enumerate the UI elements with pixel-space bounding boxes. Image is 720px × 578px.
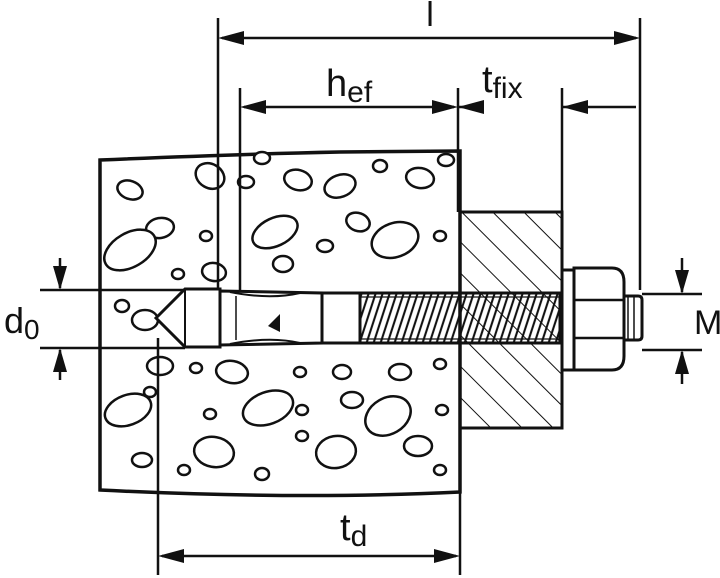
aggregate-stone bbox=[404, 166, 436, 190]
aggregate-stone bbox=[434, 403, 450, 417]
aggregate-stone bbox=[192, 435, 236, 469]
aggregate-stone bbox=[432, 357, 448, 371]
dimension-l bbox=[216, 18, 642, 290]
aggregate-stone bbox=[170, 267, 186, 281]
aggregate-stone bbox=[198, 229, 214, 243]
aggregate-stone bbox=[323, 173, 357, 199]
label-l: l bbox=[426, 0, 434, 34]
dimension-m bbox=[642, 258, 702, 384]
anchor-bolt bbox=[153, 266, 644, 372]
dimension-hef bbox=[238, 88, 460, 290]
aggregate-stone bbox=[345, 211, 371, 233]
aggregate-stone bbox=[103, 228, 157, 272]
aggregate-stone bbox=[188, 361, 204, 375]
dimension-d0 bbox=[40, 258, 185, 380]
aggregate-stone bbox=[292, 365, 308, 379]
aggregate-stone bbox=[371, 158, 389, 174]
aggregate-stone bbox=[116, 179, 144, 201]
aggregate-stone bbox=[315, 238, 335, 254]
aggregate-stone bbox=[214, 359, 250, 385]
label-m: M bbox=[694, 304, 720, 342]
dimension-tfix bbox=[458, 88, 636, 212]
aggregate-stone bbox=[253, 466, 271, 482]
aggregate-stone bbox=[142, 385, 158, 399]
aggregate-stone bbox=[236, 174, 256, 190]
aggregate-stone bbox=[176, 463, 192, 477]
label-td: td bbox=[340, 507, 367, 553]
aggregate-stone bbox=[314, 434, 358, 470]
aggregate-stone bbox=[331, 363, 353, 381]
aggregate-stone bbox=[252, 150, 272, 166]
aggregate-stone bbox=[436, 152, 456, 168]
label-d0: d0 bbox=[4, 300, 40, 345]
aggregate-stone bbox=[294, 403, 310, 417]
aggregate-stone bbox=[241, 389, 295, 427]
triangle-mark-icon bbox=[268, 314, 280, 332]
aggregate-stone bbox=[339, 390, 365, 410]
aggregate-stone bbox=[130, 451, 154, 469]
aggregate-stone bbox=[432, 229, 448, 243]
aggregate-stone bbox=[294, 429, 310, 443]
aggregate-stone bbox=[402, 434, 434, 458]
aggregate-stone bbox=[200, 261, 228, 283]
label-tfix: tfix bbox=[482, 59, 523, 105]
aggregate-stone bbox=[103, 392, 153, 428]
aggregate-stone bbox=[364, 395, 412, 437]
aggregate-stone bbox=[271, 254, 295, 274]
aggregate-stone bbox=[113, 298, 131, 314]
aggregate-stone bbox=[130, 308, 160, 332]
aggregate-stones bbox=[103, 150, 456, 482]
aggregate-stone bbox=[282, 168, 314, 192]
aggregate-stone bbox=[251, 214, 299, 250]
label-hef: hef bbox=[326, 63, 373, 109]
dimension-td bbox=[156, 338, 462, 575]
aggregate-stone bbox=[145, 355, 175, 377]
aggregate-stone bbox=[370, 220, 420, 260]
aggregate-stone bbox=[432, 463, 448, 477]
aggregate-stone bbox=[387, 362, 413, 382]
aggregate-stone bbox=[202, 407, 218, 421]
